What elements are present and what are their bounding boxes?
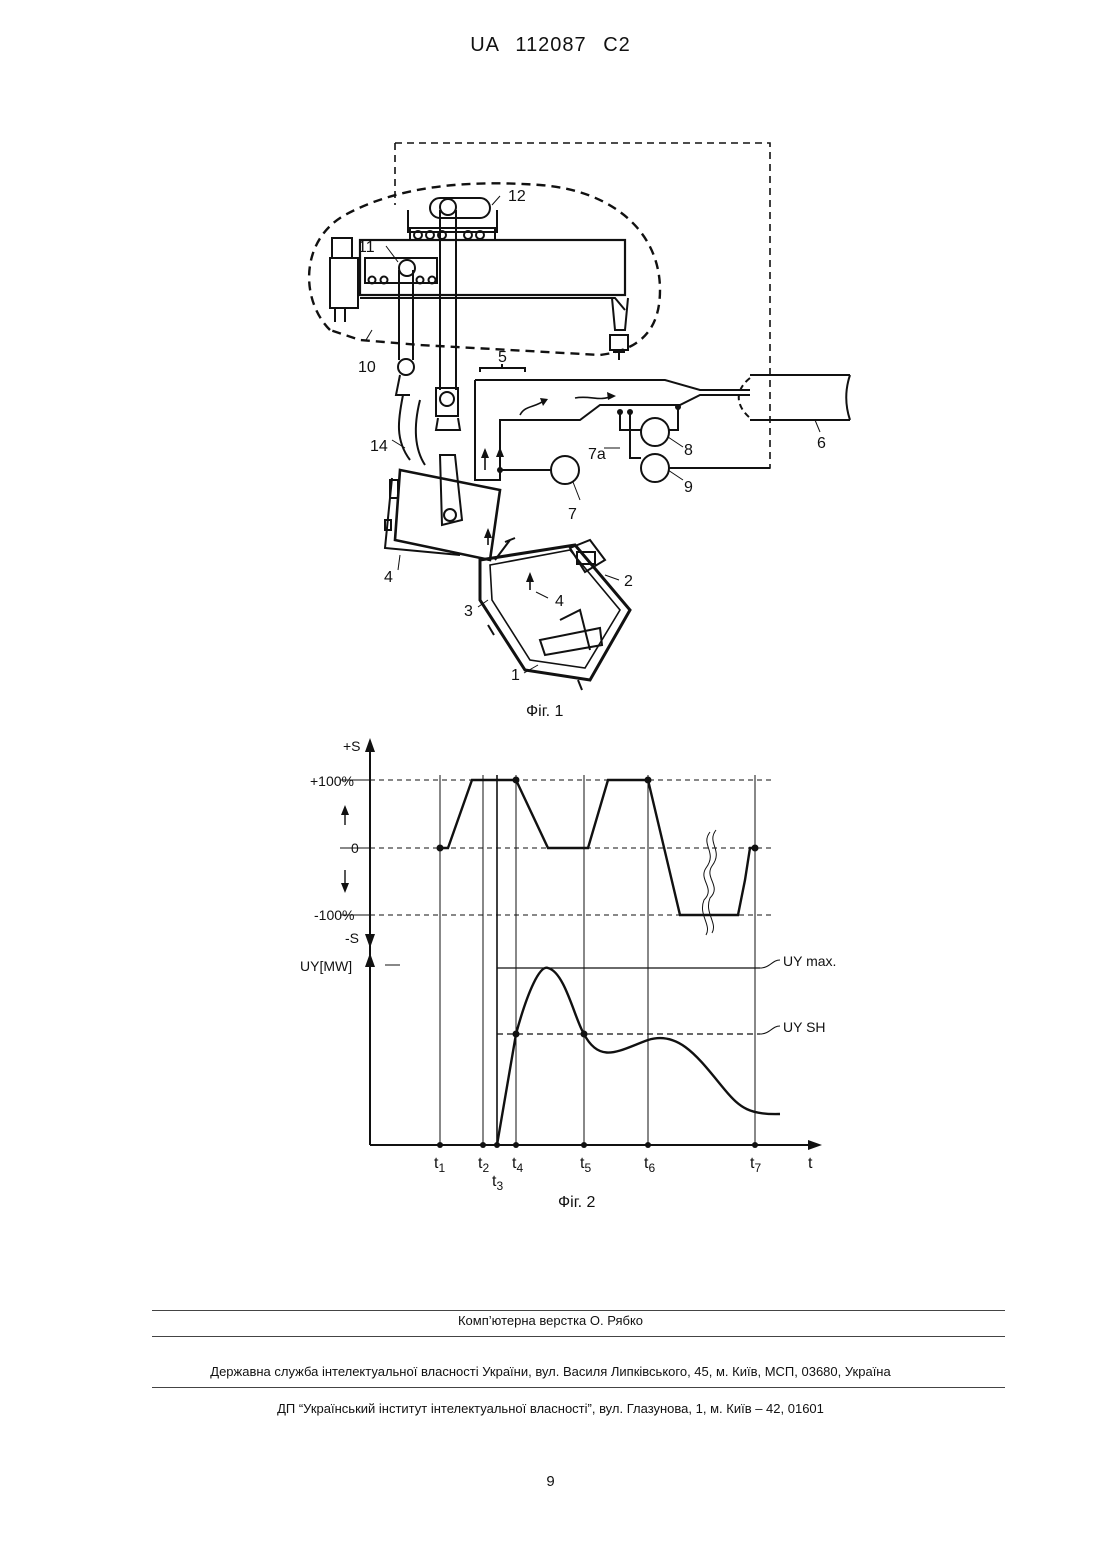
fig1-label-3: 3 <box>464 603 473 620</box>
time-mark-t5: t5 <box>580 1155 591 1175</box>
fig1-label-7a: 7a <box>588 446 606 463</box>
figure-1-caption: Фіг. 1 <box>526 703 563 721</box>
footer-layout-credit: Комп’ютерна верстка О. Рябко <box>0 1313 1101 1328</box>
fig1-label-1: 1 <box>511 667 520 684</box>
footer-agency: Державна служба інтелектуальної власност… <box>0 1364 1101 1379</box>
fig1-label-8: 8 <box>684 442 693 459</box>
time-mark-t2: t2 <box>478 1155 489 1175</box>
axis-label-minus-s: -S <box>345 930 359 946</box>
figure-2-caption: Фіг. 2 <box>558 1194 595 1212</box>
fig1-label-12: 11 <box>358 239 375 256</box>
figure-2-graph: +S -S +100% 0 -100% UY[MW] UY max. UY SH… <box>0 730 1101 1200</box>
axis-label-plus-s: +S <box>343 738 361 754</box>
fig1-label-7: 7 <box>568 506 577 523</box>
curve-label-uy-sh: UY SH <box>783 1019 826 1035</box>
time-marks: t1 t2 t3 t4 t5 t6 t7 <box>434 1155 761 1193</box>
time-mark-t6: t6 <box>644 1155 655 1175</box>
figure-1-drawing: 12 11 10 5 6 8 7a 9 7 14 4 3 4 2 1 <box>0 0 1101 730</box>
tick-minus-100: -100% <box>314 907 354 923</box>
time-mark-t7: t7 <box>750 1155 761 1175</box>
axis-label-uy: UY[MW] <box>300 958 352 974</box>
fig1-label-6: 6 <box>817 435 826 452</box>
footer-divider-top <box>152 1310 1005 1311</box>
footer-institute: ДП “Український інститут інтелектуальної… <box>0 1401 1101 1416</box>
tick-zero: 0 <box>351 840 359 856</box>
fig1-label-13: 12 <box>508 188 526 205</box>
fig1-label-2: 2 <box>624 573 633 590</box>
curve-label-uy-max: UY max. <box>783 953 836 969</box>
footer-divider-middle <box>152 1336 1005 1337</box>
tick-plus-100: +100% <box>310 773 354 789</box>
fig1-label-4: 4 <box>555 593 564 610</box>
fig1-label-14: 14 <box>370 438 388 455</box>
fig1-label-9: 9 <box>684 479 693 496</box>
fig1-label-10: 4 <box>384 569 393 586</box>
axis-label-t: t <box>808 1155 813 1172</box>
fig1-label-11: 10 <box>358 359 376 376</box>
page-number: 9 <box>0 1473 1101 1490</box>
time-mark-t4: t4 <box>512 1155 523 1175</box>
fig1-label-5: 5 <box>498 349 507 366</box>
footer-divider-bottom <box>152 1387 1005 1388</box>
time-mark-t1: t1 <box>434 1155 445 1175</box>
time-mark-t3: t3 <box>492 1173 503 1193</box>
